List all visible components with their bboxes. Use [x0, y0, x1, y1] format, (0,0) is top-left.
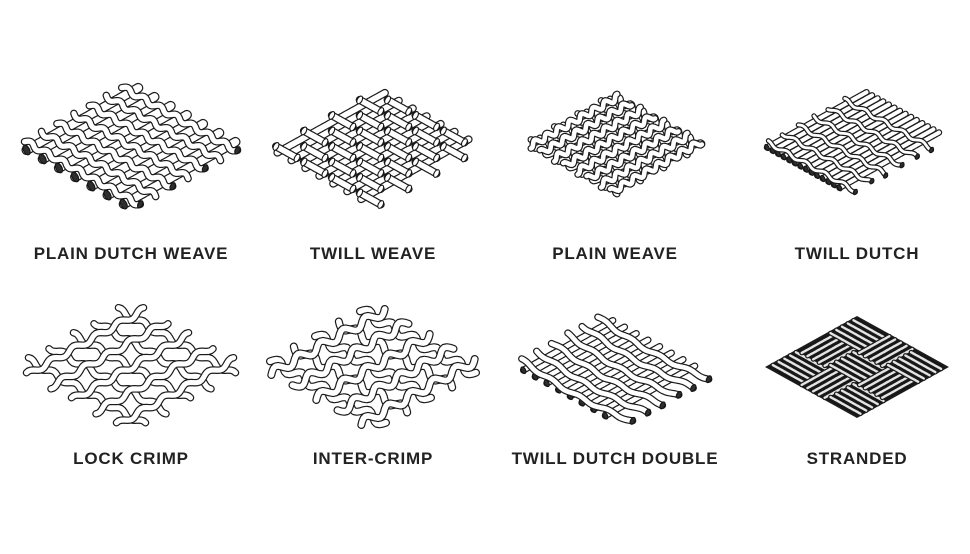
weave-label-plain-dutch-weave: PLAIN DUTCH WEAVE: [33, 244, 229, 263]
inter-crimp-illustration: [266, 305, 480, 429]
twill-dutch-illustration: [763, 89, 943, 196]
panel-inter-crimp: INTER-CRIMP: [252, 281, 494, 554]
lock-crimp-illustration: [22, 303, 240, 427]
plain-dutch-weave-illustration: [20, 82, 242, 210]
weave-label-lock-crimp: LOCK CRIMP: [73, 449, 189, 468]
panel-lock-crimp: LOCK CRIMP: [10, 281, 252, 554]
weave-label-stranded: STRANDED: [806, 449, 908, 468]
weave-label-twill-dutch: TWILL DUTCH: [794, 244, 920, 263]
panel-twill-dutch-double: TWILL DUTCH DOUBLE: [494, 281, 736, 554]
panel-stranded: STRANDED: [736, 281, 970, 554]
panel-plain-weave: PLAIN WEAVE: [494, 0, 736, 281]
weave-label-plain-weave: PLAIN WEAVE: [552, 244, 678, 263]
plain-weave-illustration: [527, 90, 706, 198]
panel-twill-weave: TWILL WEAVE: [252, 0, 494, 281]
twill-weave-illustration: [272, 88, 473, 209]
weave-label-twill-weave: TWILL WEAVE: [309, 244, 437, 263]
panel-twill-dutch: TWILL DUTCH: [736, 0, 970, 281]
weave-label-twill-dutch-double: TWILL DUTCH DOUBLE: [511, 449, 719, 468]
twill-dutch-double-illustration: [518, 313, 713, 425]
panel-plain-dutch-weave: PLAIN DUTCH WEAVE: [10, 0, 252, 281]
stranded-illustration: [765, 315, 949, 419]
weave-label-inter-crimp: INTER-CRIMP: [312, 449, 434, 468]
